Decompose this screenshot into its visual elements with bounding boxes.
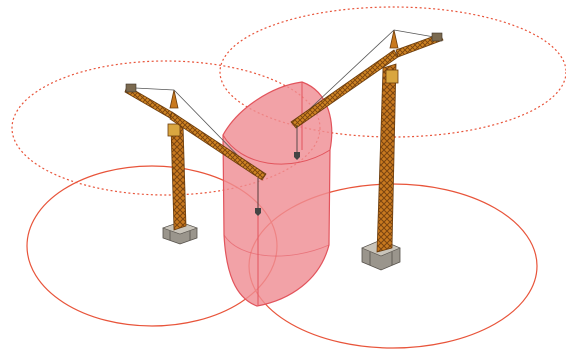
right-crane-cab (386, 70, 398, 83)
overlap-conflict-zone (223, 82, 332, 306)
left-crane-mast (171, 124, 186, 230)
left-crane-cab (168, 124, 180, 136)
right-crane-mast (377, 64, 396, 252)
left-crane-counterweight (126, 84, 136, 92)
right-crane-counterweight (432, 33, 442, 41)
